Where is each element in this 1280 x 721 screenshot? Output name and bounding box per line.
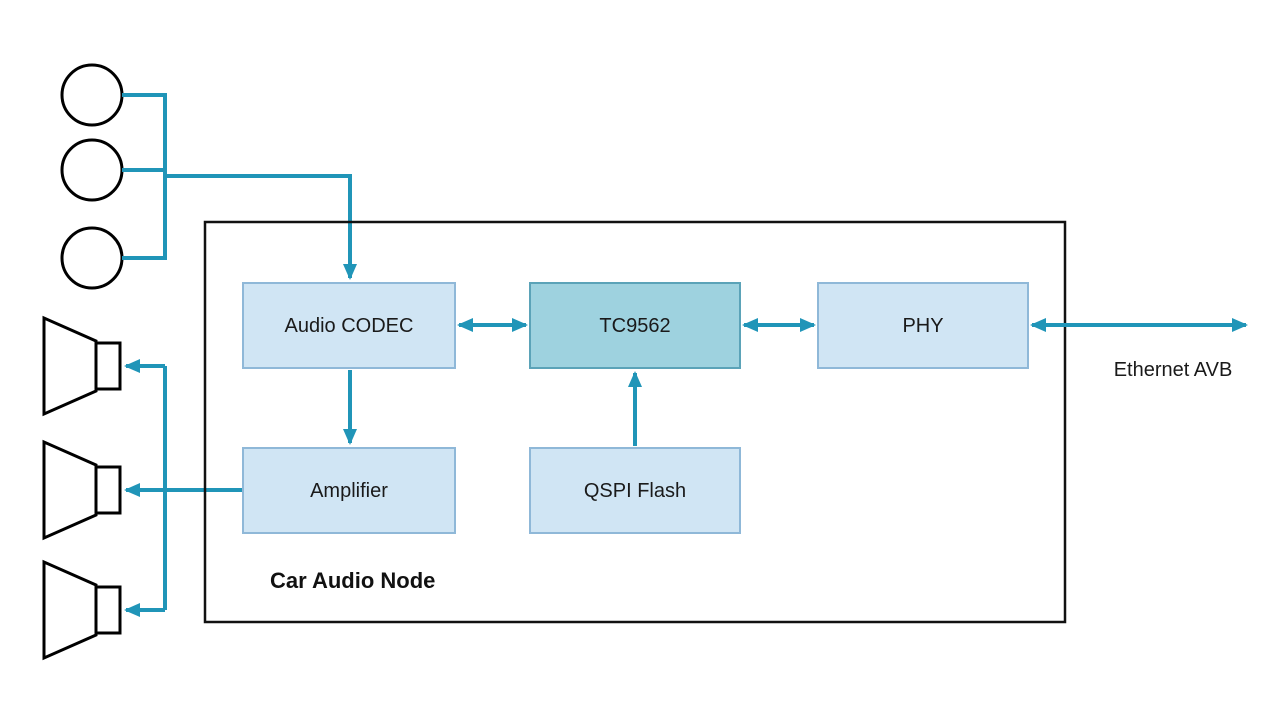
amplifier-label: Amplifier bbox=[310, 480, 388, 502]
microphone-icon bbox=[60, 226, 124, 290]
mic-to-codec-arrow bbox=[165, 174, 357, 280]
tc9562-block bbox=[529, 282, 741, 369]
qspi-flash-block bbox=[529, 447, 741, 534]
microphone-icon bbox=[60, 138, 124, 202]
car-audio-node-label: Car Audio Node bbox=[270, 568, 435, 593]
microphone-icon bbox=[60, 63, 124, 127]
qspi-flash-label: QSPI Flash bbox=[584, 480, 686, 502]
speaker-icon bbox=[42, 559, 122, 661]
speaker-icon bbox=[42, 315, 122, 417]
speaker-icon bbox=[42, 439, 122, 541]
phy-label: PHY bbox=[902, 315, 943, 337]
phy-block bbox=[817, 282, 1029, 369]
car-audio-node-container bbox=[203, 220, 1067, 624]
ethernet-avb-label: Ethernet AVB bbox=[1114, 359, 1233, 381]
amplifier-block bbox=[242, 447, 456, 534]
tc9562-label: TC9562 bbox=[599, 315, 670, 337]
audio-codec-label: Audio CODEC bbox=[285, 315, 414, 337]
audio-codec-block bbox=[242, 282, 456, 369]
